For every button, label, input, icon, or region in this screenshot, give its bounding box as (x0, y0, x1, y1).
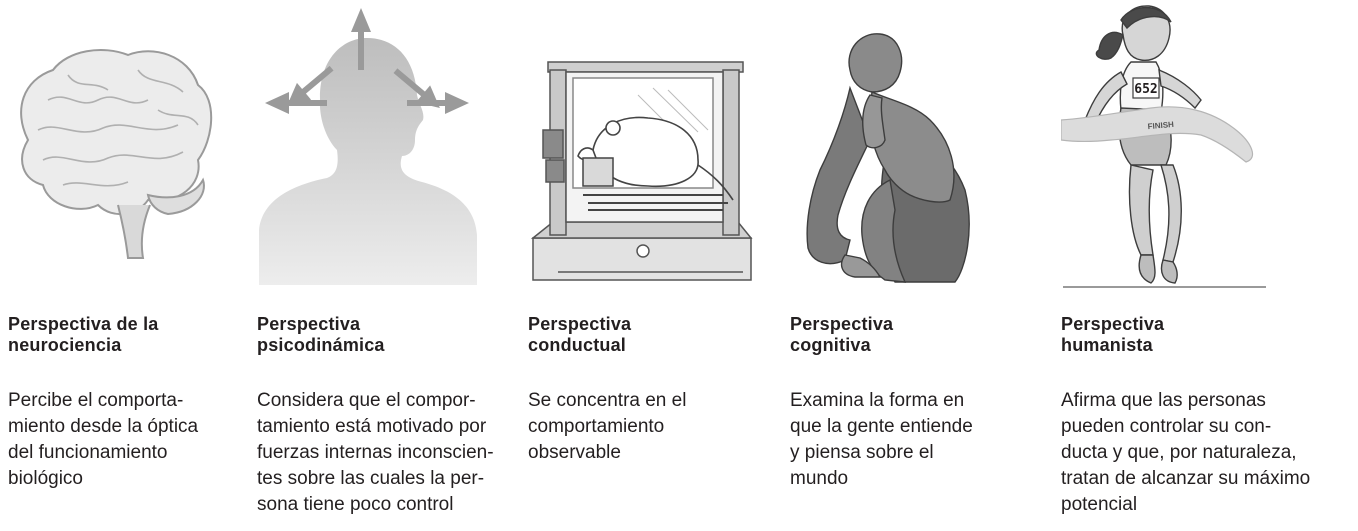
perspective-behavioral: Perspectiva conductual Se concentra en e… (528, 0, 758, 531)
perspective-title: Perspectiva de la neurociencia (8, 314, 159, 355)
perspective-title: Perspectiva conductual (528, 314, 632, 355)
perspective-description: Se concentra en el comportamiento observ… (528, 390, 687, 463)
perspective-title: Perspectiva psicodinámica (257, 314, 385, 355)
perspective-description: Afirma que las personas pueden controlar… (1061, 390, 1311, 515)
perspective-description: Examina la forma en que la gente entiend… (790, 390, 973, 489)
head-silhouette-illustration (259, 8, 477, 285)
perspective-description: Considera que el compor- tamiento está m… (257, 390, 494, 515)
perspective-neuroscience: Perspectiva de la neurociencia Percibe e… (8, 0, 228, 531)
runner-bib-number: 652 (1134, 82, 1157, 97)
perspective-psychodynamic: Perspectiva psicodinámica Considera que … (257, 0, 497, 531)
perspective-title: Perspectiva humanista (1061, 314, 1165, 355)
perspective-cognitive: Perspectiva cognitiva Examina la forma e… (790, 0, 1020, 531)
perspective-title: Perspectiva cognitiva (790, 314, 894, 355)
perspective-humanist: 652 FINISH Perspectiva humanista Afirma … (1061, 0, 1351, 531)
runner-illustration: 652 FINISH (1061, 5, 1266, 288)
perspective-description: Percibe el comporta- miento desde la ópt… (8, 390, 199, 489)
thinker-statue-illustration (806, 33, 970, 283)
rat-box-illustration (530, 61, 753, 281)
brain-illustration (20, 49, 213, 259)
finish-ribbon-text: FINISH (1147, 120, 1174, 131)
